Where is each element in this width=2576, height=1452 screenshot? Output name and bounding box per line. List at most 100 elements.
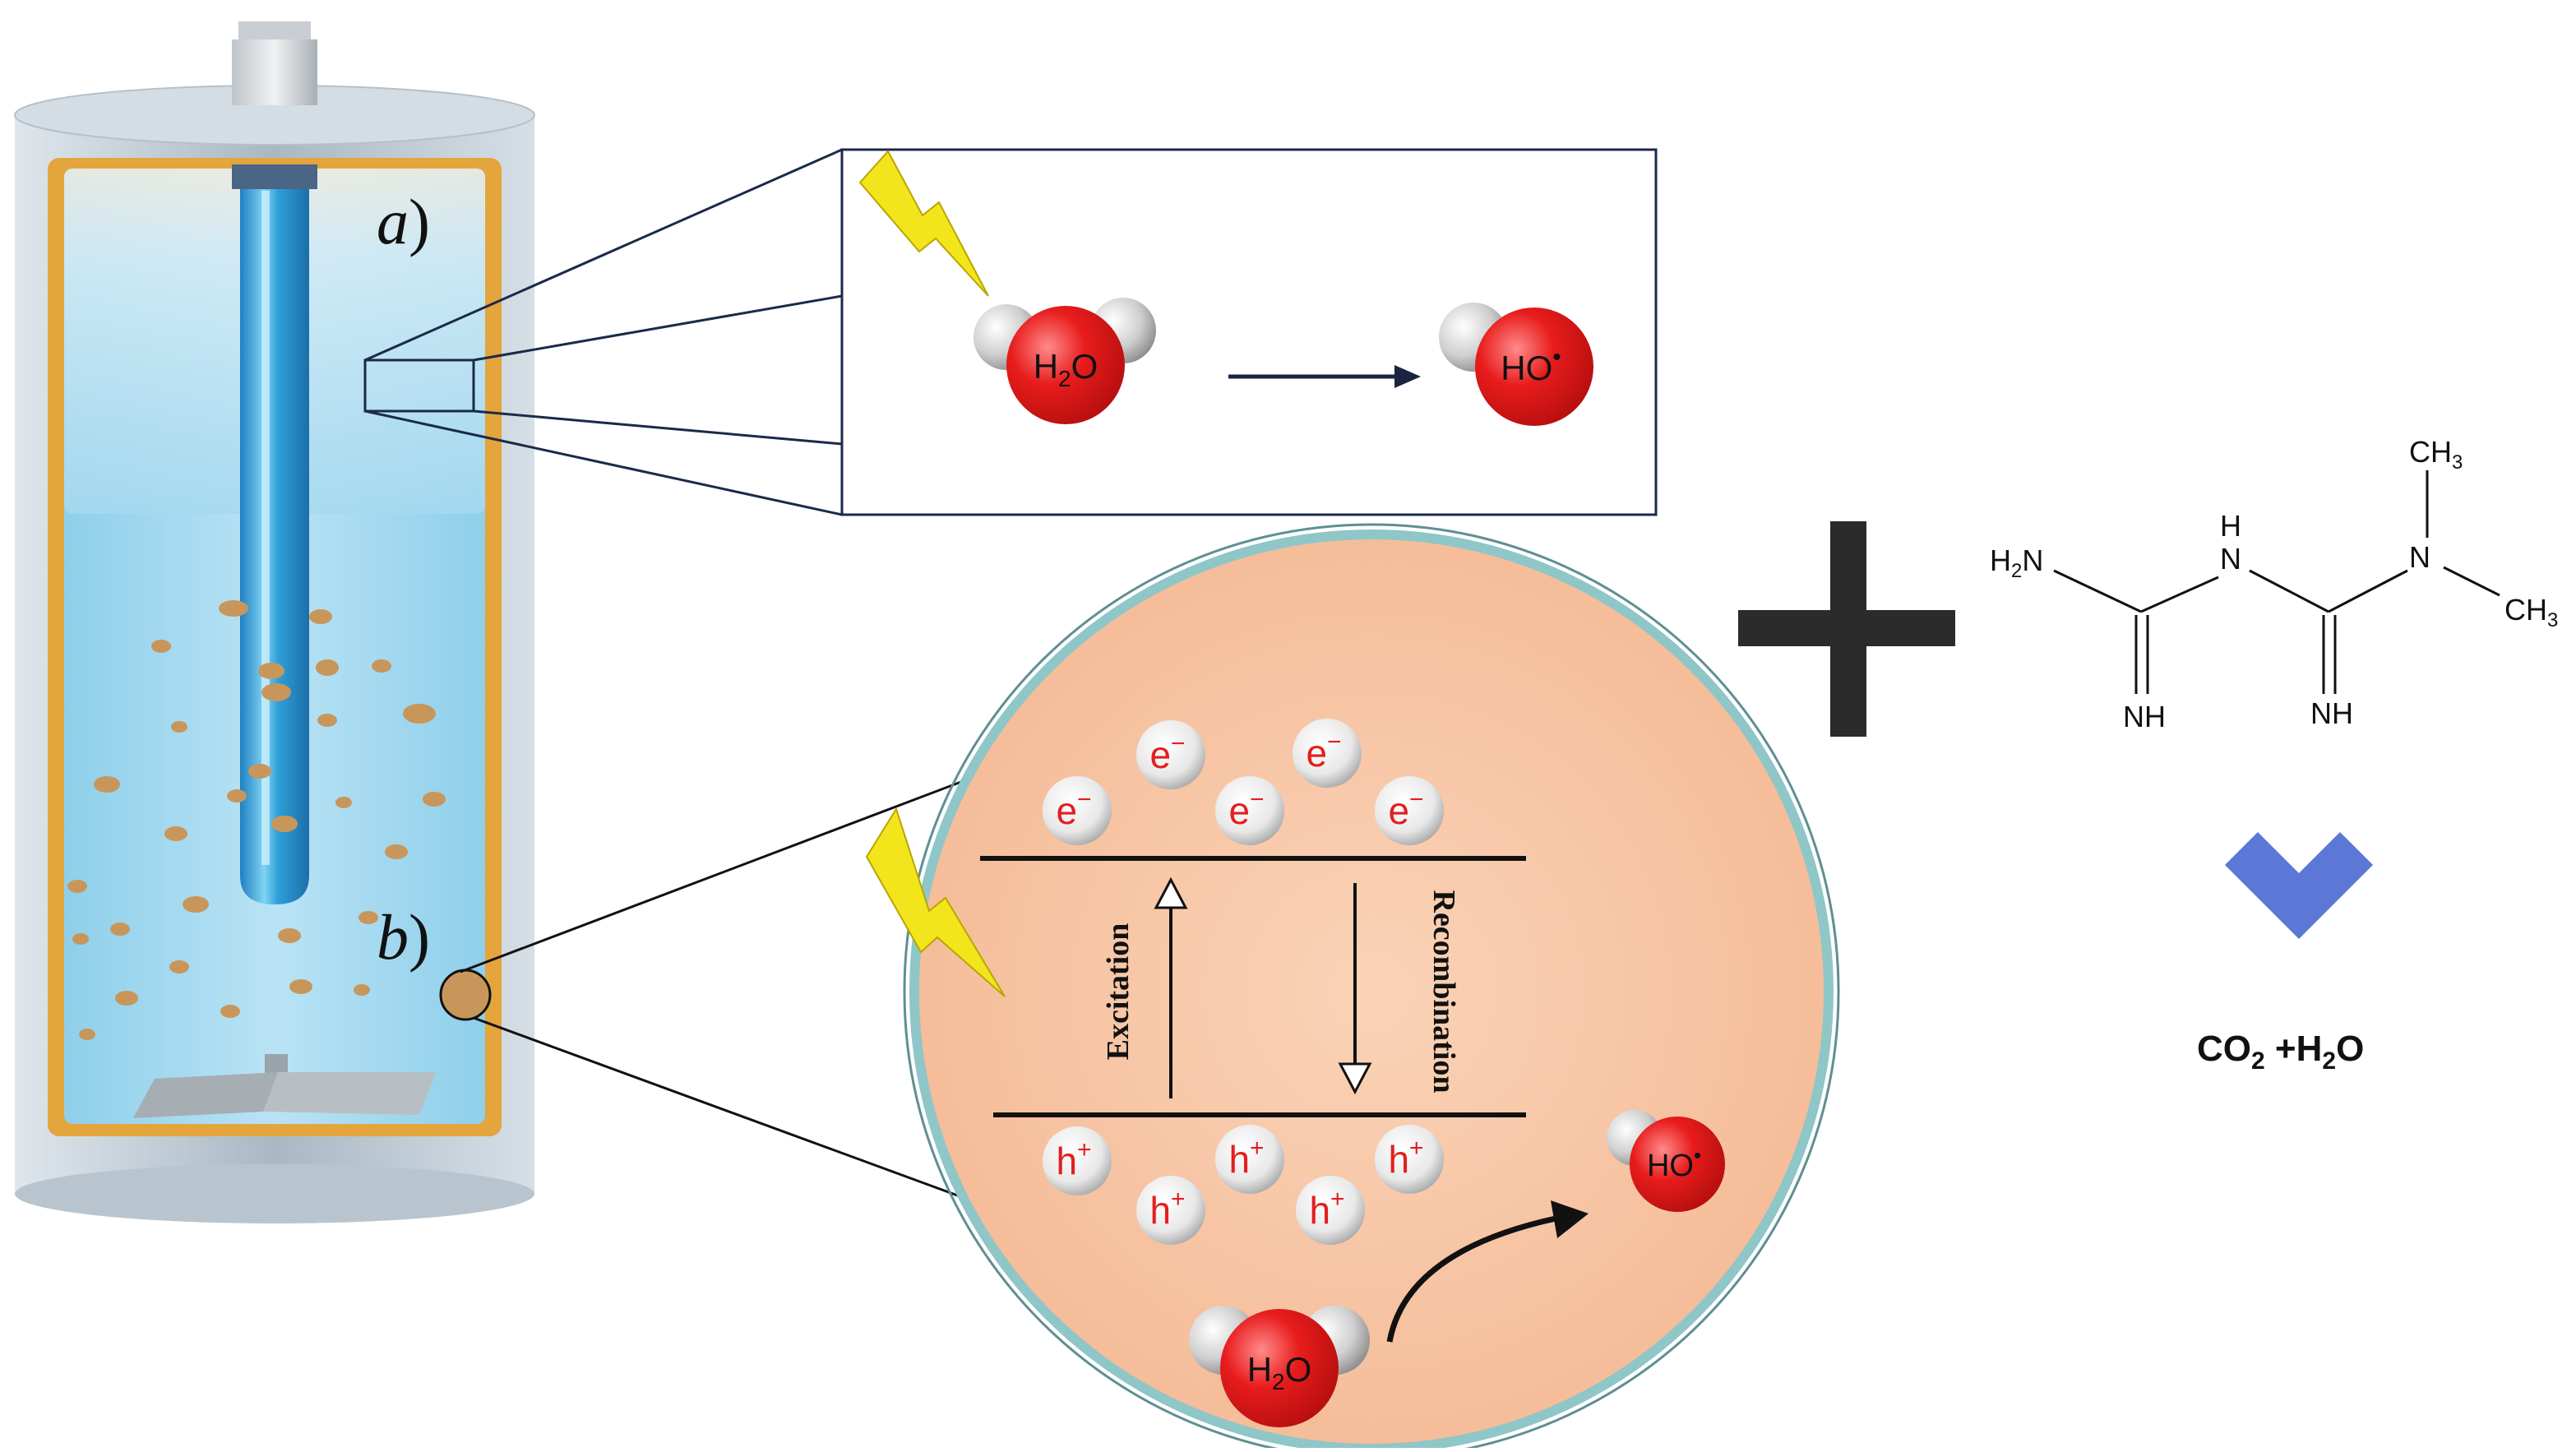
lamp-connector bbox=[232, 39, 317, 105]
hole: h+ bbox=[1136, 1176, 1205, 1245]
inset-b-zoom: Excitation Recombination e−e−e−e−e− h+h+… bbox=[439, 523, 1840, 1452]
h2o-label: H2O bbox=[1034, 347, 1098, 391]
electron-label: e− bbox=[1149, 730, 1185, 776]
oxygen-atom bbox=[1220, 1309, 1339, 1427]
imine-right: NH bbox=[2310, 696, 2353, 730]
catalyst-particle bbox=[79, 1029, 95, 1040]
zoom-line-top bbox=[364, 148, 843, 362]
hole-sphere bbox=[1296, 1176, 1365, 1245]
lamp-highlight bbox=[261, 191, 270, 865]
excitation-label: Excitation bbox=[1101, 923, 1135, 1061]
electron-sphere bbox=[1375, 776, 1444, 845]
catalyst-particle bbox=[110, 923, 130, 936]
zoom-source-particle bbox=[439, 969, 492, 1021]
hole-label: h+ bbox=[1228, 1135, 1264, 1181]
catalyst-particle bbox=[423, 792, 446, 807]
zoom-source-rect bbox=[363, 358, 475, 413]
catalyst-outline bbox=[903, 523, 1840, 1452]
hole: h+ bbox=[1375, 1125, 1444, 1194]
metformin-labels: H2N H N N CH3 CH3 NH NH bbox=[1990, 435, 2558, 733]
zoom-line-mid-bottom bbox=[473, 409, 843, 446]
zoom-line-mid-top bbox=[473, 294, 843, 362]
curved-arrowhead bbox=[1551, 1200, 1589, 1238]
catalyst-particle bbox=[354, 984, 370, 996]
electron-label: e− bbox=[1388, 786, 1423, 832]
catalyst-particle bbox=[169, 960, 189, 973]
electron: e− bbox=[1293, 719, 1362, 788]
hole: h+ bbox=[1043, 1126, 1112, 1195]
electron: e− bbox=[1043, 776, 1112, 845]
hole: h+ bbox=[1215, 1125, 1284, 1194]
bridge-nitrogen: N bbox=[2220, 542, 2241, 576]
electron-sphere bbox=[1215, 776, 1284, 845]
bond bbox=[2328, 569, 2408, 613]
catalyst-particle bbox=[248, 764, 271, 779]
catalyst-particle bbox=[403, 704, 436, 724]
down-arrow-icon bbox=[2225, 832, 2373, 939]
recombination-arrowhead bbox=[1338, 1062, 1372, 1095]
dimethyl-nitrogen: N bbox=[2409, 540, 2430, 574]
zoom-line-bottom bbox=[364, 409, 843, 516]
methyl-top: CH3 bbox=[2409, 435, 2463, 474]
recombination-label: Recombination bbox=[1427, 890, 1461, 1094]
bond bbox=[2140, 576, 2219, 613]
electron-label: e− bbox=[1306, 728, 1341, 775]
imine-left: NH bbox=[2123, 700, 2166, 733]
lightning-icon bbox=[858, 150, 989, 297]
electron-sphere bbox=[1293, 719, 1362, 788]
catalyst-particle bbox=[227, 789, 247, 802]
reactor-bottom-rim bbox=[15, 1164, 534, 1223]
holes: h+ h+ h+ h+ h+ bbox=[1043, 1125, 1444, 1245]
hole-sphere bbox=[1136, 1176, 1205, 1245]
amine-group: H2N bbox=[1990, 543, 2043, 582]
electrons: e− e− e− e− e− bbox=[1043, 719, 1444, 845]
plus-vertical bbox=[1830, 521, 1866, 737]
hole-sphere bbox=[1215, 1125, 1284, 1194]
oxygen-atom bbox=[1006, 306, 1125, 424]
zoom-line-b-top bbox=[460, 758, 1020, 973]
plus-sign bbox=[1738, 521, 1955, 737]
catalyst-particle bbox=[385, 844, 408, 859]
catalyst-particle bbox=[164, 826, 187, 841]
hydroxyl-radical-b: HO• bbox=[1607, 1110, 1725, 1212]
electron: e− bbox=[1136, 720, 1205, 789]
curved-arrow bbox=[1386, 1215, 1556, 1343]
hole-label: h+ bbox=[1309, 1186, 1344, 1232]
uv-lamp bbox=[240, 189, 309, 904]
catalyst-particle bbox=[67, 880, 87, 893]
hydroxyl-radical-a: HO• bbox=[1439, 303, 1593, 426]
electron-sphere bbox=[1043, 776, 1112, 845]
hole-label: h+ bbox=[1388, 1135, 1423, 1181]
inset-a-zoom: H2O HO• bbox=[363, 148, 1658, 516]
catalyst-particle bbox=[261, 683, 291, 701]
electron-sphere bbox=[1136, 720, 1205, 789]
catalyst-particle bbox=[372, 659, 391, 673]
water-molecule-a: H2O bbox=[974, 298, 1156, 424]
catalyst-particle bbox=[271, 816, 298, 832]
electron: e− bbox=[1375, 776, 1444, 845]
final-products: CO2 +H2O bbox=[2197, 1029, 2364, 1075]
reactor-vessel bbox=[14, 21, 535, 1223]
catalyst-particle bbox=[151, 640, 171, 653]
hole-label: h+ bbox=[1056, 1136, 1091, 1182]
electron-label: e− bbox=[1228, 786, 1264, 832]
catalyst-particle bbox=[72, 933, 89, 945]
water-molecule-b: H2O bbox=[1189, 1306, 1370, 1427]
panel-label-b: b) bbox=[377, 901, 430, 973]
catalyst-particle bbox=[220, 1005, 240, 1018]
catalyst-particle bbox=[358, 911, 378, 924]
catalyst-magnified bbox=[909, 529, 1834, 1452]
hydroxyl-label: HO• bbox=[1501, 344, 1561, 387]
catalyst-particle bbox=[289, 979, 312, 994]
hole-sphere bbox=[1043, 1126, 1112, 1195]
methyl-right: CH3 bbox=[2504, 593, 2558, 631]
catalyst-particle bbox=[115, 991, 138, 1006]
catalyst-particle bbox=[317, 714, 337, 727]
hole: h+ bbox=[1296, 1176, 1365, 1245]
hole-sphere bbox=[1375, 1125, 1444, 1194]
bond bbox=[2443, 566, 2500, 597]
electron-label: e− bbox=[1056, 786, 1091, 832]
bond bbox=[2053, 569, 2142, 613]
catalyst-particle bbox=[278, 928, 301, 943]
hydroxyl-label: HO• bbox=[1647, 1143, 1701, 1183]
